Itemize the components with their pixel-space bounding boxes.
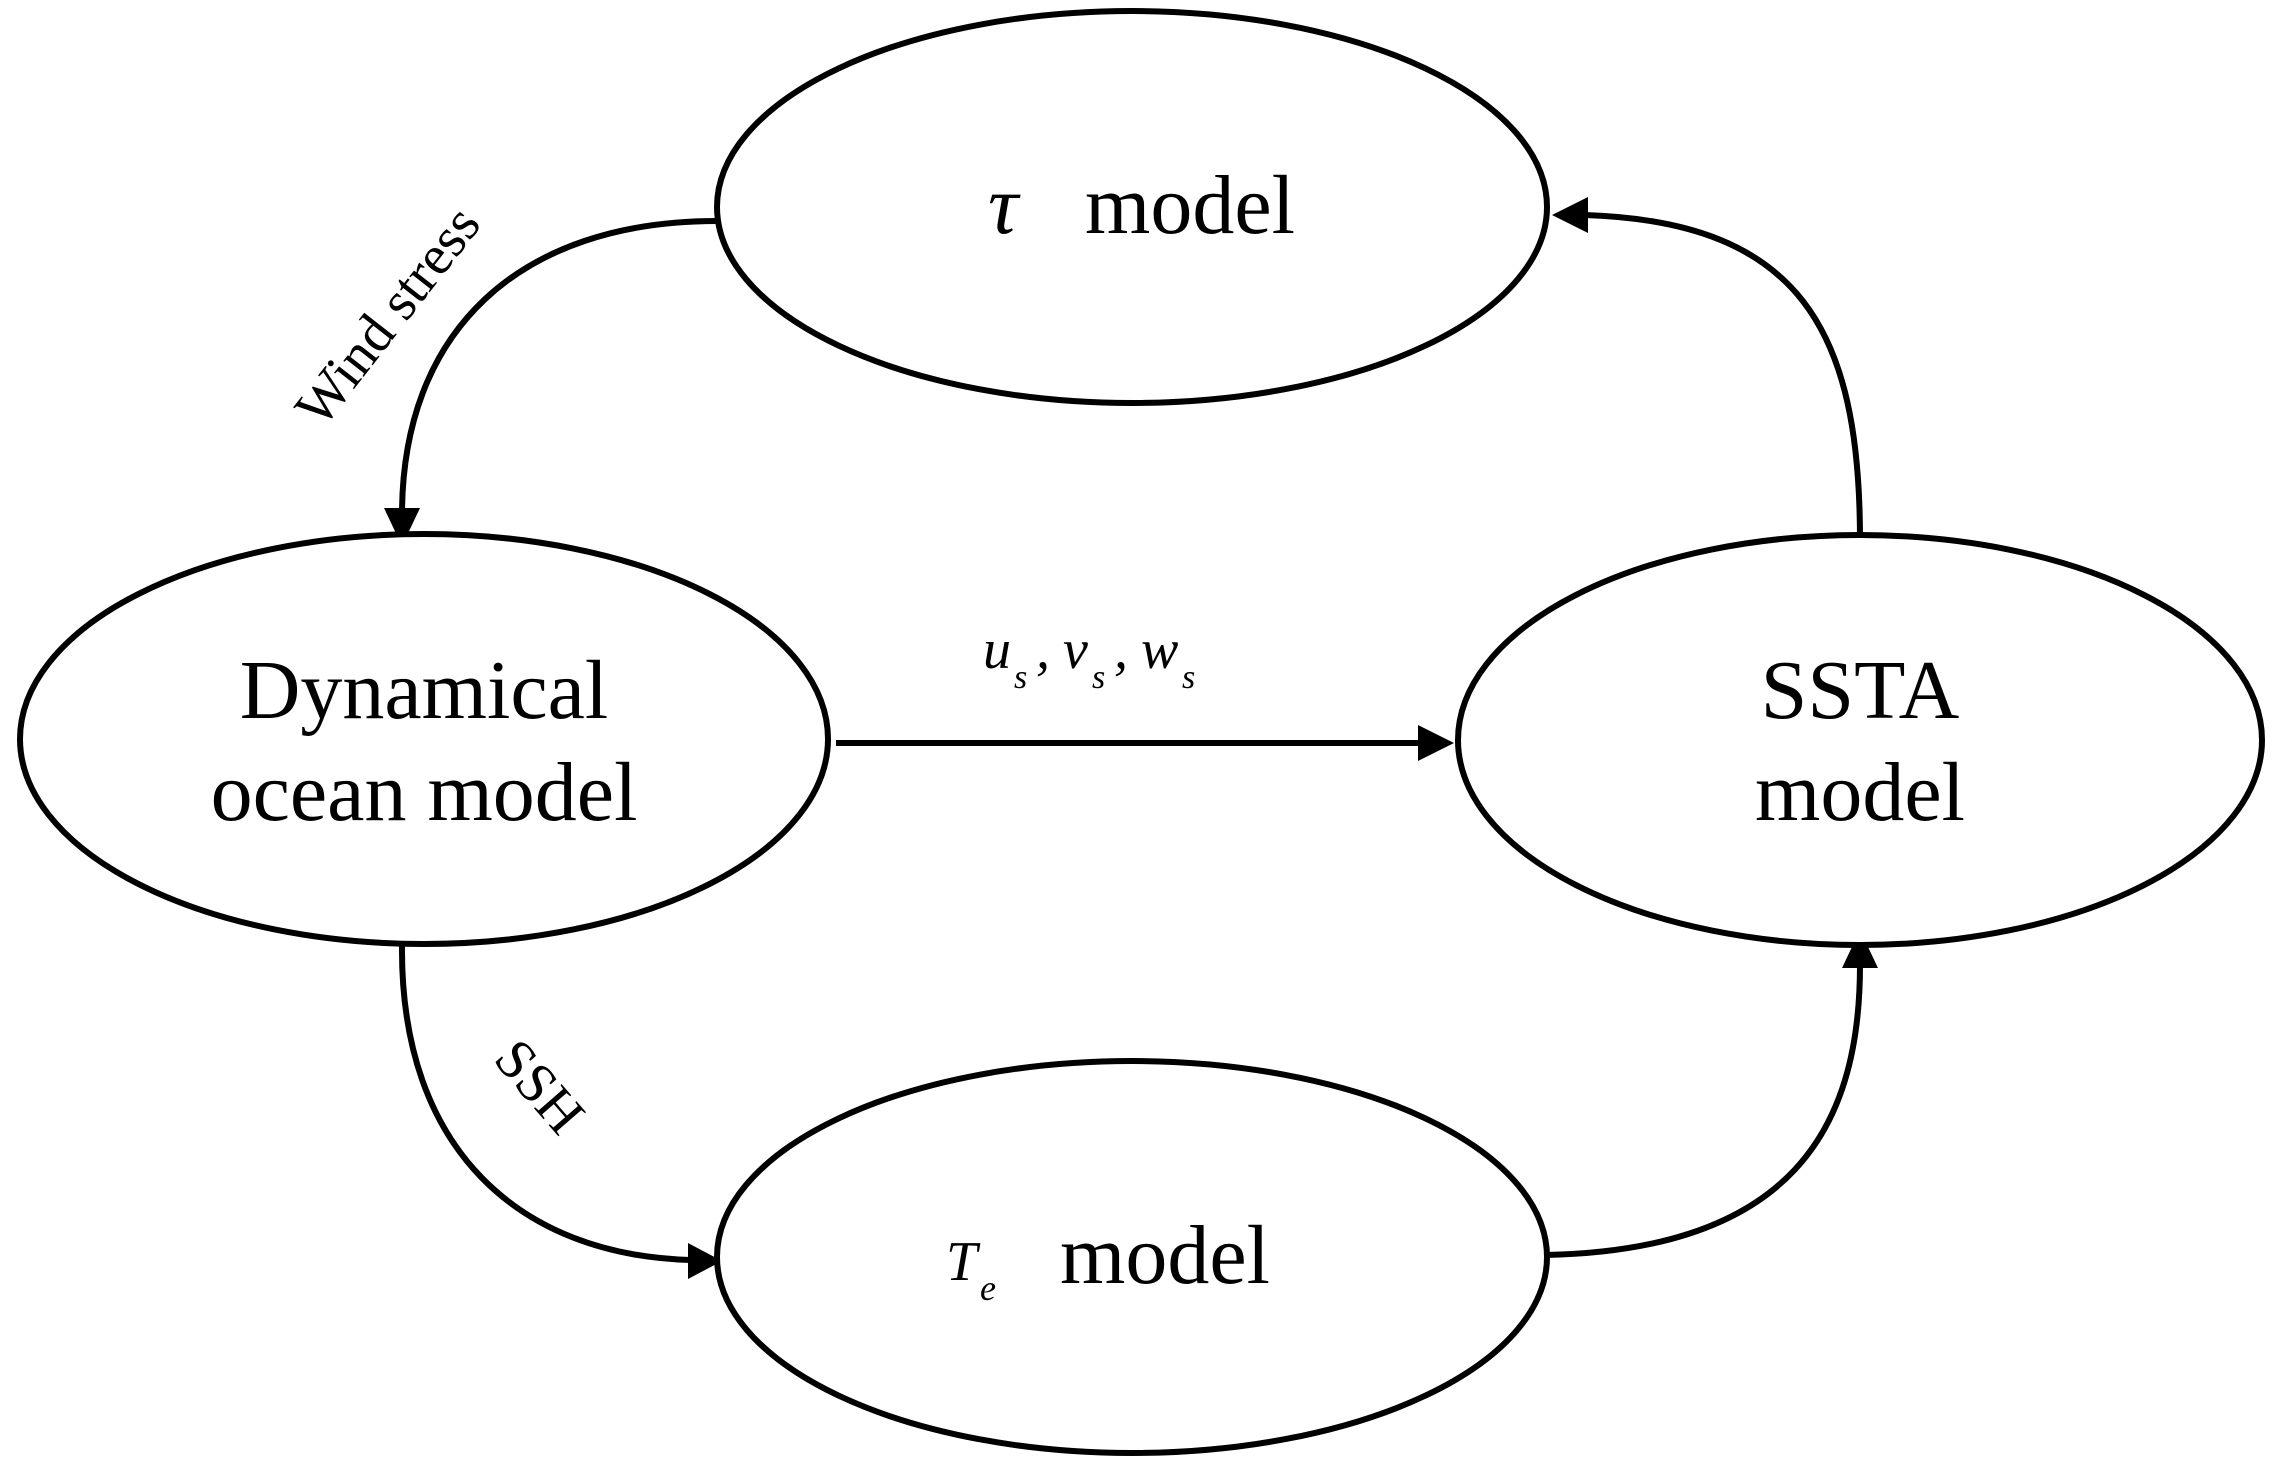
velocity-w-subscript: s — [1182, 659, 1195, 696]
te-model-label: model — [1060, 1209, 1270, 1302]
label-ssh: SSH — [482, 1028, 596, 1146]
node-te-model: T e model — [714, 1058, 1550, 1456]
ssta-line2: model — [1755, 746, 1965, 839]
edge-ssta-to-tau-arrowhead — [1552, 197, 1588, 233]
velocity-v: v — [1063, 619, 1088, 681]
edge-velocities-arrowhead — [1418, 725, 1454, 761]
edge-ssh — [398, 944, 691, 1263]
node-tau-model: τ model — [714, 8, 1550, 406]
ssta-line1: SSTA — [1761, 644, 1960, 737]
velocity-v-subscript: s — [1092, 659, 1105, 696]
edge-wind-stress — [398, 218, 718, 521]
label-wind-stress: Wind stress — [283, 194, 492, 438]
tau-symbol: τ — [988, 159, 1021, 252]
edge-te-to-ssta-arrowhead — [1842, 930, 1878, 968]
dynamical-line1: Dynamical — [240, 644, 609, 737]
dynamical-line2: ocean model — [211, 746, 638, 839]
edge-ssta-to-tau — [1584, 212, 1863, 541]
te-symbol: T — [946, 1231, 981, 1293]
velocity-sep2: , — [1114, 619, 1128, 681]
te-subscript: e — [980, 1268, 996, 1308]
tau-model-label: model — [1085, 159, 1295, 252]
node-ssta-model: SSTA model — [1455, 532, 2265, 948]
edge-wind-stress-arrowhead — [384, 508, 420, 546]
edge-ssh-arrowhead — [688, 1243, 722, 1279]
velocity-u: u — [983, 619, 1011, 681]
velocity-sep1: , — [1036, 619, 1050, 681]
edge-te-to-ssta — [1545, 964, 1863, 1258]
velocity-u-subscript: s — [1014, 659, 1027, 696]
velocity-w: w — [1141, 619, 1178, 681]
label-velocities: u s , v s , w s — [983, 619, 1195, 696]
node-dynamical-ocean-model: Dynamical ocean model — [17, 531, 831, 947]
